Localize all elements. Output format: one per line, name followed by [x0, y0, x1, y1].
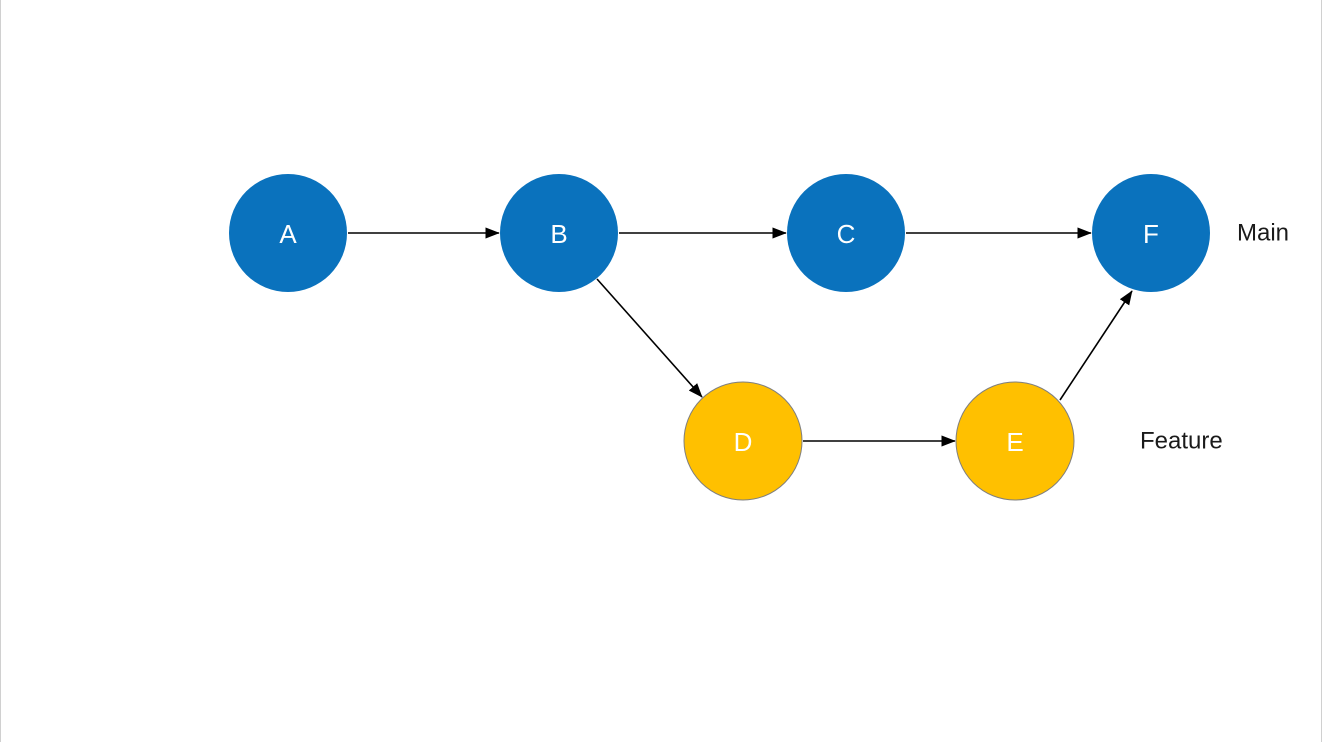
commit-label-d: D	[734, 427, 753, 457]
edge-e-to-f	[1059, 290, 1133, 401]
commit-node-c[interactable]: C	[787, 174, 905, 292]
branch-label-main: Main	[1237, 220, 1289, 247]
commit-circle-d[interactable]	[683, 381, 803, 501]
commit-circle-a[interactable]	[229, 174, 347, 292]
commit-node-d[interactable]: D	[683, 381, 803, 501]
commit-label-a: A	[279, 219, 297, 249]
commit-node-e[interactable]: E	[955, 381, 1075, 501]
commit-node-a[interactable]: A	[229, 174, 347, 292]
branch-label-feature: Feature	[1140, 428, 1223, 455]
edges-layer	[348, 227, 1133, 447]
commit-label-c: C	[837, 219, 856, 249]
commit-label-e: E	[1006, 427, 1023, 457]
commit-circle-b[interactable]	[500, 174, 618, 292]
commit-circle-f[interactable]	[1092, 174, 1210, 292]
commit-node-f[interactable]: F	[1092, 174, 1210, 292]
commit-node-b[interactable]: B	[500, 174, 618, 292]
commit-circle-c[interactable]	[787, 174, 905, 292]
edge-b-to-d	[596, 278, 703, 398]
commit-circle-e[interactable]	[955, 381, 1075, 501]
commit-label-f: F	[1143, 219, 1159, 249]
nodes-layer: A B C F D E	[229, 174, 1210, 501]
commit-label-b: B	[550, 219, 567, 249]
